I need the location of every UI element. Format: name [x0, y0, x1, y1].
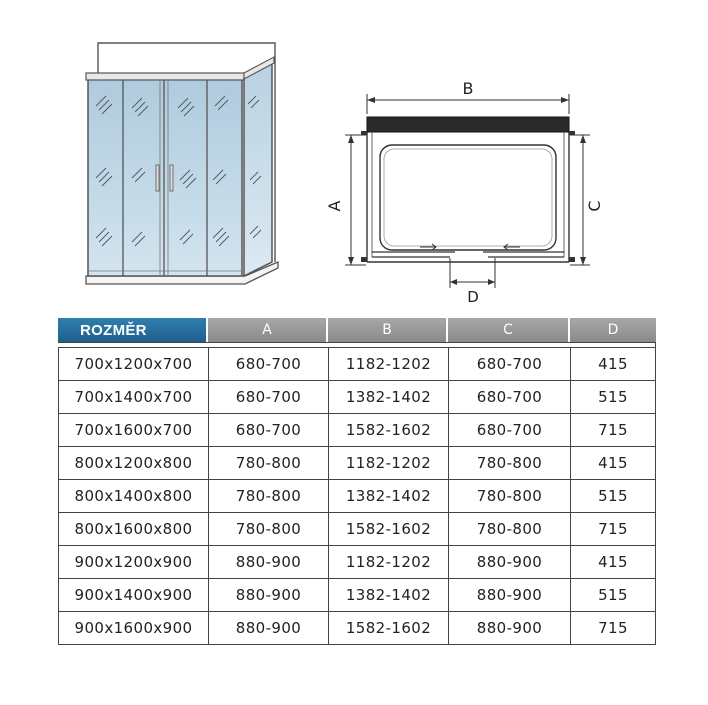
size-cell: 700x1200x700 [58, 347, 208, 381]
size-cell: 800x1600x800 [58, 513, 208, 546]
size-cell: 900x1600x900 [58, 612, 208, 645]
value-cell: 680-700 [208, 381, 328, 414]
dimension-b: B [366, 79, 570, 114]
value-cell: 415 [570, 447, 656, 480]
value-cell: 680-700 [448, 381, 570, 414]
value-cell: 880-900 [448, 546, 570, 579]
dim-d-label: D [467, 288, 479, 306]
header-size: ROZMĚR [58, 318, 208, 342]
value-cell: 780-800 [448, 447, 570, 480]
dim-b-label: B [463, 79, 474, 98]
value-cell: 715 [570, 414, 656, 447]
size-cell: 700x1400x700 [58, 381, 208, 414]
value-cell: 680-700 [448, 414, 570, 447]
value-cell: 780-800 [448, 480, 570, 513]
value-cell: 1182-1202 [328, 347, 448, 381]
value-cell: 515 [570, 381, 656, 414]
value-cell: 1382-1402 [328, 381, 448, 414]
value-cell: 515 [570, 480, 656, 513]
size-cell: 800x1200x800 [58, 447, 208, 480]
value-cell: 515 [570, 579, 656, 612]
value-cell: 415 [570, 546, 656, 579]
value-cell: 680-700 [208, 414, 328, 447]
value-cell: 1182-1202 [328, 546, 448, 579]
header-c: C [448, 318, 570, 342]
header-d: D [570, 318, 656, 342]
dimension-d: D [449, 258, 496, 306]
dim-a-label: A [325, 200, 344, 211]
top-view-drawing: B A C D [325, 79, 604, 306]
value-cell: 780-800 [448, 513, 570, 546]
value-cell: 715 [570, 513, 656, 546]
value-cell: 880-900 [208, 579, 328, 612]
dim-c-label: C [585, 200, 604, 211]
header-b: B [328, 318, 448, 342]
dimension-c: C [570, 134, 604, 266]
size-cell: 700x1600x700 [58, 414, 208, 447]
value-cell: 780-800 [208, 480, 328, 513]
value-cell: 880-900 [448, 579, 570, 612]
table-header-row: ROZMĚR A B C D [58, 318, 656, 342]
value-cell: 680-700 [448, 347, 570, 381]
value-cell: 1382-1402 [328, 480, 448, 513]
value-cell: 680-700 [208, 347, 328, 381]
size-cell: 900x1200x900 [58, 546, 208, 579]
value-cell: 1582-1602 [328, 612, 448, 645]
size-cell: 900x1400x900 [58, 579, 208, 612]
dimension-a: A [325, 134, 366, 266]
value-cell: 415 [570, 347, 656, 381]
value-cell: 780-800 [208, 447, 328, 480]
value-cell: 1182-1202 [328, 447, 448, 480]
value-cell: 1382-1402 [328, 579, 448, 612]
value-cell: 780-800 [208, 513, 328, 546]
header-a: A [208, 318, 328, 342]
value-cell: 1582-1602 [328, 414, 448, 447]
shower-enclosure-illustration [85, 42, 279, 285]
value-cell: 1582-1602 [328, 513, 448, 546]
value-cell: 880-900 [448, 612, 570, 645]
value-cell: 715 [570, 612, 656, 645]
value-cell: 880-900 [208, 546, 328, 579]
size-cell: 800x1400x800 [58, 480, 208, 513]
value-cell: 880-900 [208, 612, 328, 645]
